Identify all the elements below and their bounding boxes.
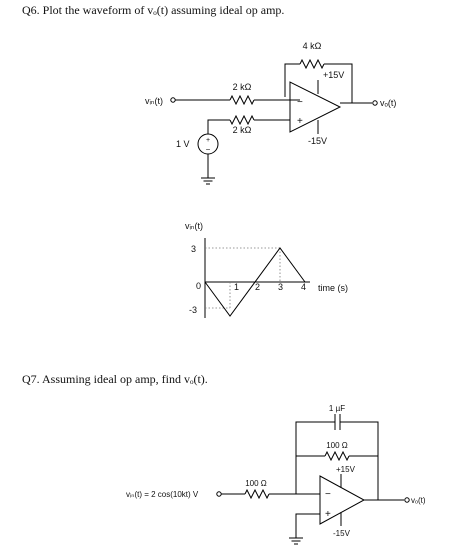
q7-opamp-minus: − <box>325 489 331 500</box>
q6-source-minus: − <box>206 145 211 154</box>
vin-waveform-line <box>204 247 306 317</box>
q6-opamp-plus: + <box>297 116 303 127</box>
y-tick-label-0: 0 <box>196 281 201 291</box>
q7-heading: Q7. Assuming ideal op amp, find vₒ(t). <box>22 372 208 386</box>
q7-output-terminal <box>404 497 410 503</box>
q6-vcc-neg: -15V <box>308 136 327 146</box>
q6-vin-label: vᵢₙ(t) <box>145 96 163 106</box>
q6-input-resistor <box>229 94 255 106</box>
q7-cap-wire-left <box>295 421 335 462</box>
q7-ground-icon <box>289 537 303 545</box>
q7-cap-wire-right <box>340 421 379 500</box>
q7-opamp-plus: + <box>325 509 331 520</box>
q6-heading: Q6. Plot the waveform of vₒ(t) assuming … <box>22 3 284 17</box>
y-tick-label-neg3: -3 <box>189 305 197 315</box>
q6-source-label: 1 V <box>176 139 190 149</box>
q6-ground-icon <box>201 177 215 185</box>
q6-feedback-wire-right <box>324 63 353 103</box>
q7-input-terminal <box>216 491 222 497</box>
q6-circuit: 4 kΩ vᵢₙ(t) 2 kΩ − + +15V -15V vₒ(t) 2 k… <box>145 41 396 185</box>
q7-vin-label: vᵢₙ(t) = 2 cos(10kt) V <box>126 490 199 499</box>
x-tick-label-4: 4 <box>301 282 306 292</box>
q6-opamp <box>289 81 342 133</box>
graph-y-axis-label: vᵢₙ(t) <box>185 221 203 231</box>
q7-opamp <box>319 475 366 525</box>
x-tick-label-2: 2 <box>255 282 260 292</box>
y-tick-label-3: 3 <box>191 244 196 254</box>
q7-input-resistor <box>244 488 270 500</box>
q7-circuit: 1 µF 100 Ω vᵢₙ(t) = 2 cos(10kt) V 100 Ω … <box>126 404 426 545</box>
q6-plus-resistor <box>229 114 255 126</box>
q7-ground-wire <box>295 513 320 538</box>
q6-input-terminal <box>170 97 176 103</box>
q7-input-resistor-label: 100 Ω <box>245 479 267 488</box>
q6-feedback-resistor-label: 4 kΩ <box>303 41 322 51</box>
q6-vout-label: vₒ(t) <box>380 98 396 108</box>
q6-opamp-minus: − <box>297 97 303 108</box>
q7-feedback-resistor <box>324 450 350 462</box>
q6-graph: vᵢₙ(t) time (s) 3 0 -3 1 2 3 4 <box>185 221 348 318</box>
x-tick-label-1: 1 <box>234 282 239 292</box>
q6-feedback-resistor <box>299 58 325 70</box>
q7-vout-label: vₒ(t) <box>411 496 426 505</box>
q6-source-plus: + <box>206 137 210 144</box>
q7-inv-input-wire <box>269 462 320 495</box>
q7-capacitor <box>334 414 341 430</box>
graph-x-axis-label: time (s) <box>318 283 348 293</box>
q7-capacitor-label: 1 µF <box>329 404 345 413</box>
q6-vcc-pos: +15V <box>323 70 344 80</box>
q6-plus-resistor-label: 2 kΩ <box>233 125 252 135</box>
x-tick-label-3: 3 <box>278 282 283 292</box>
q6-source-top-wire <box>207 119 230 134</box>
q6-input-resistor-label: 2 kΩ <box>233 82 252 92</box>
q7-vcc-pos: +15V <box>336 465 356 474</box>
q7-feedback-resistor-label: 100 Ω <box>326 441 348 450</box>
q7-vcc-neg: -15V <box>333 529 351 538</box>
q6-feedback-wire-left <box>284 63 300 97</box>
q6-output-terminal <box>372 100 378 106</box>
